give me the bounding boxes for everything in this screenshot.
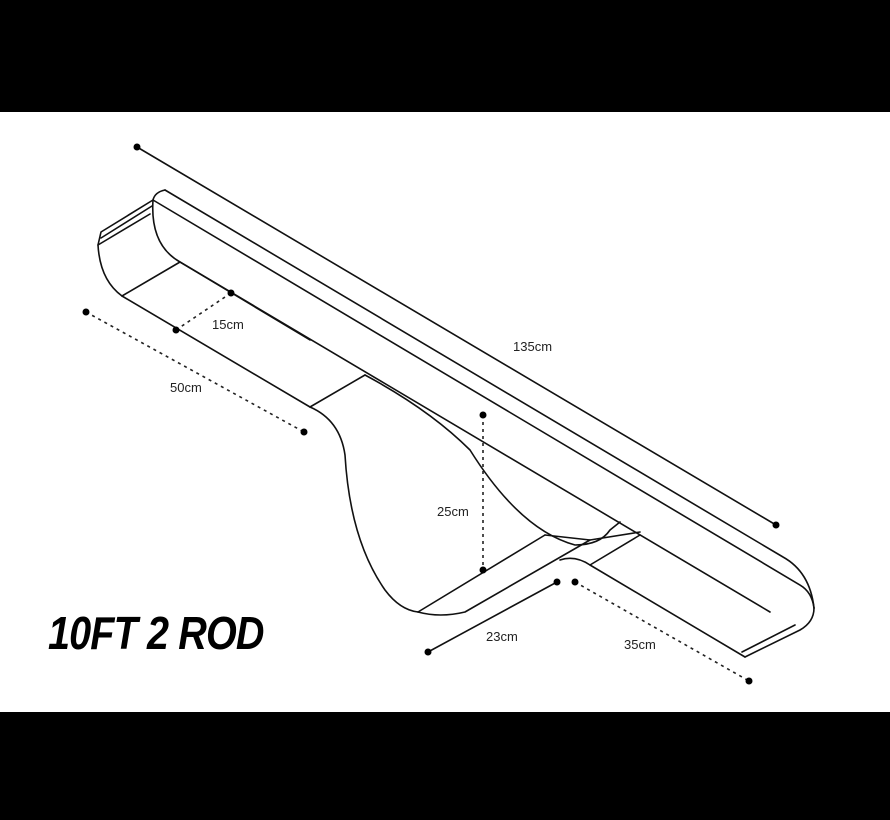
bottom-black-band bbox=[0, 712, 890, 820]
dimension-dot bbox=[479, 566, 487, 574]
bar-back-edge bbox=[152, 189, 815, 609]
label-right-arm-length: 35cm bbox=[624, 637, 656, 652]
label-total-length: 135cm bbox=[513, 339, 553, 354]
dimension-line-23 bbox=[427, 581, 558, 653]
dimension-dot bbox=[571, 578, 579, 586]
dimension-dot bbox=[772, 521, 780, 529]
dimension-dot bbox=[82, 308, 90, 316]
dimension-dot bbox=[553, 578, 561, 586]
dimension-line-35 bbox=[574, 581, 750, 682]
product-title: 10FT 2 ROD bbox=[48, 607, 264, 659]
label-center-width: 23cm bbox=[486, 629, 518, 644]
dimension-line-total bbox=[136, 146, 777, 526]
dimension-dot bbox=[424, 648, 432, 656]
dimension-dot bbox=[300, 428, 308, 436]
dimension-dot bbox=[172, 326, 180, 334]
dimension-dot bbox=[479, 411, 487, 419]
label-drop-height: 25cm bbox=[437, 504, 469, 519]
dimension-dot bbox=[227, 289, 235, 297]
diagram-canvas bbox=[0, 112, 890, 712]
dimension-dot bbox=[745, 677, 753, 685]
dimension-line-50 bbox=[85, 311, 305, 433]
dimension-dot bbox=[133, 143, 141, 151]
label-arm-width: 15cm bbox=[212, 317, 244, 332]
label-left-arm-length: 50cm bbox=[170, 380, 202, 395]
top-black-band bbox=[0, 0, 890, 112]
